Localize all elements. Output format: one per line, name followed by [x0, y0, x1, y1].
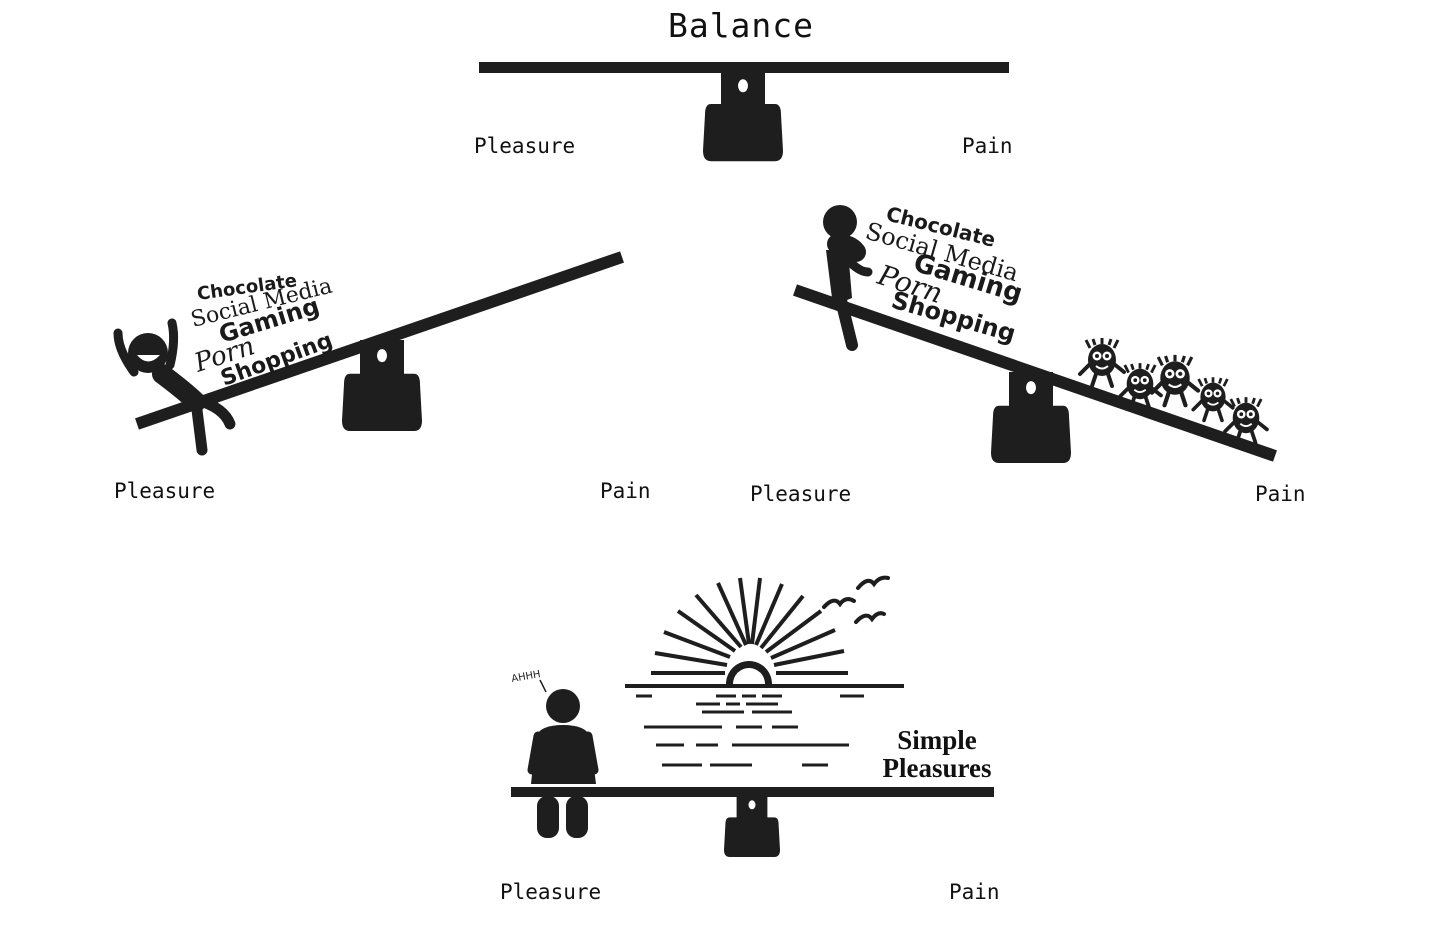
- seesaw-fulcrum-icon: [724, 794, 780, 857]
- stick-figure-icon: AHHH: [511, 669, 599, 838]
- gremlin-icon: [1191, 375, 1235, 423]
- caption-line1: Simple: [897, 725, 977, 755]
- gremlin-icon: [1152, 355, 1198, 405]
- diagram-title: Balance: [668, 6, 814, 45]
- seesaw-beam: [479, 62, 1009, 73]
- pain-label: Pain: [962, 134, 1013, 158]
- scene-pain-tilt: Chocolate Social Media Gaming Porn Shopp…: [750, 202, 1306, 506]
- sunset-icon: [625, 577, 904, 767]
- pain-label: Pain: [949, 880, 1000, 904]
- pleasure-label: Pleasure: [750, 482, 851, 506]
- speech-text: AHHH: [511, 669, 542, 685]
- bird-icon: [854, 611, 886, 624]
- scene-pleasure-tilt: Chocolate Social Media Gaming Porn Shopp…: [113, 251, 651, 503]
- pain-label: Pain: [600, 479, 651, 503]
- birds: [822, 575, 890, 624]
- seesaw-fulcrum-icon: [703, 70, 783, 162]
- pleasure-label: Pleasure: [114, 479, 215, 503]
- pleasure-label: Pleasure: [500, 880, 601, 904]
- stimuli-stack: Chocolate Social Media Gaming Porn Shopp…: [188, 270, 336, 391]
- stick-figure-icon: [823, 205, 873, 351]
- gremlin-icon: [1078, 336, 1126, 388]
- stick-figure-icon: [113, 318, 236, 456]
- pain-label: Pain: [1255, 482, 1306, 506]
- caption-line2: Pleasures: [883, 753, 992, 783]
- pleasure-label: Pleasure: [474, 134, 575, 158]
- seesaw-beam: [511, 787, 994, 797]
- bird-icon: [856, 575, 890, 590]
- scene-simple-pleasures: AHHH Simple Pleasures Pleasure Pain: [500, 575, 1000, 904]
- scene-balanced: Balance Pleasure Pain: [474, 6, 1013, 162]
- bird-icon: [822, 597, 856, 609]
